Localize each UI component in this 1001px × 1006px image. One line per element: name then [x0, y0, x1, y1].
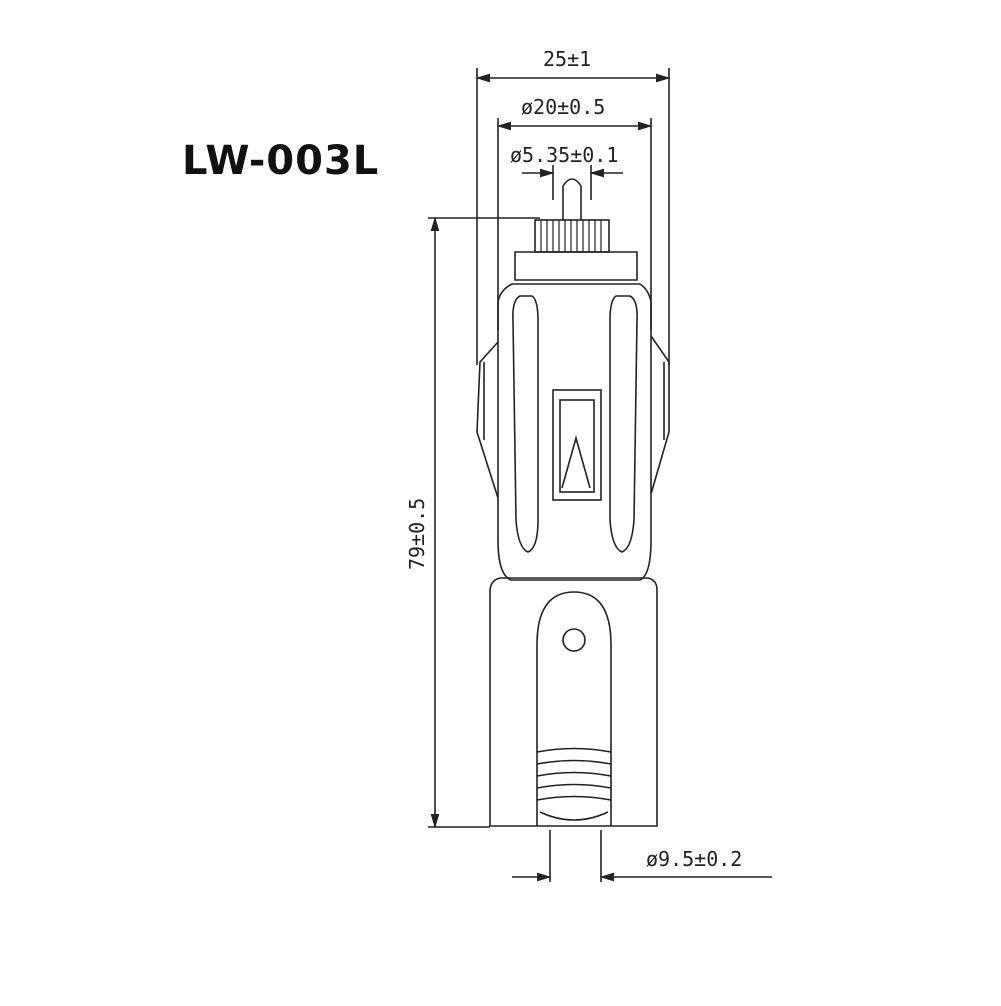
- dim-overall-length: [428, 216, 540, 829]
- right-side-contact: [650, 335, 670, 495]
- knurled-cap: [534, 219, 610, 253]
- dim-tip-diameter: [522, 165, 623, 200]
- dim-cable-diameter: [512, 830, 772, 882]
- model-title: LW-003L: [182, 138, 380, 184]
- label-body-diameter: ø20±0.5: [521, 95, 605, 119]
- label-tip-diameter: ø5.35±0.1: [510, 143, 618, 167]
- upper-body: [497, 283, 652, 581]
- center-tip: [562, 178, 582, 220]
- label-overall-width: 25±1: [543, 47, 591, 71]
- left-side-contact: [476, 341, 499, 499]
- collar: [514, 251, 638, 281]
- right-spring-clip: [609, 295, 638, 553]
- lower-body: [489, 577, 658, 827]
- dim-overall-width: [475, 68, 671, 365]
- knurl-lines: [540, 220, 602, 252]
- label-overall-length: 79±0.5: [405, 498, 429, 570]
- left-spring-clip: [512, 295, 539, 553]
- dim-body-diameter: [496, 118, 653, 330]
- handle-hole: [562, 628, 586, 652]
- plug-body: [476, 178, 670, 827]
- grip-ridges: [536, 747, 612, 821]
- fuse-window: [552, 389, 602, 501]
- handle-slot: [536, 591, 612, 826]
- label-cable-diameter: ø9.5±0.2: [646, 847, 742, 871]
